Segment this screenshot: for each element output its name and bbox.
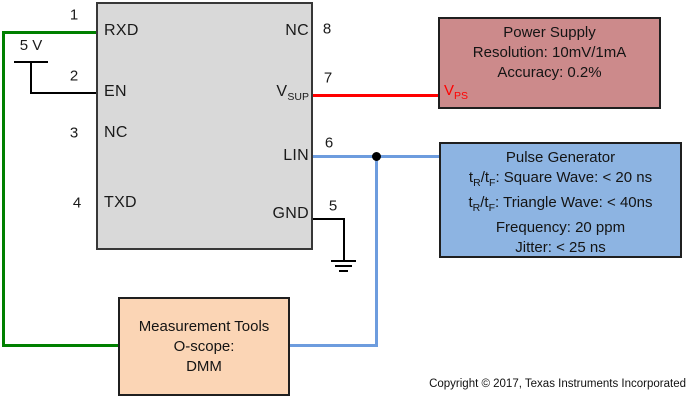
pin-number-2: 2 [69,67,79,85]
supply-stem-wire [30,61,32,94]
power-supply-resolution: Resolution: 10mV/1mA [472,44,627,61]
pulse-generator-jitter: Jitter: < 25 ns [515,239,606,256]
pulse-generator-triangle-wave: tR/tF: Triangle Wave: < 40ns [441,193,680,218]
measurement-tools-box: Measurement Tools O-scope: DMM [118,297,290,396]
pin-label-nc-right: NC [285,22,309,39]
power-supply-box: Power Supply Resolution: 10mV/1mA Accura… [438,17,661,109]
pin-number-3: 3 [69,124,79,142]
ground-bar-1 [331,260,356,262]
measurement-tools-title: Measurement Tools [138,318,270,335]
pin-label-txd: TXD [104,194,137,211]
pin-number-4: 4 [72,194,82,212]
measurement-tools-dmm: DMM [186,358,222,375]
green-wire-rxd-top [2,31,96,34]
pin-number-6: 6 [324,134,334,152]
pin-label-lin: LIN [283,147,309,164]
ic-body [96,2,313,250]
ground-bar-2 [335,265,352,267]
triangle-wave-spec: : Triangle Wave: < 40ns [495,194,653,211]
pulse-generator-frequency: Frequency: 20 ppm [495,219,626,236]
green-wire-left-vertical [2,31,5,347]
tf-sub2: F [488,202,496,214]
pin-number-8: 8 [322,20,332,38]
pulse-generator-square-wave: tR/tF: Square Wave: < 20 ns [441,168,680,193]
pin-label-en: EN [104,83,127,100]
tr-t2: t [468,194,473,211]
pin-label-nc-left: NC [104,124,128,141]
ground-bar-3 [339,270,348,272]
vps-terminal-main: V [444,82,455,99]
blue-wire-vertical [375,155,378,347]
tr-sub: R [473,177,481,189]
tr-t: t [468,169,474,186]
pin-label-gnd: GND [272,205,309,222]
tr-sub2: R [472,202,481,214]
power-supply-accuracy: Accuracy: 0.2% [497,64,602,81]
pin-number-5: 5 [328,197,338,215]
pulse-generator-box: Pulse Generator tR/tF: Square Wave: < 20… [439,142,682,258]
green-wire-bottom [2,344,118,347]
copyright-text: Copyright © 2017, Texas Instruments Inco… [429,378,686,390]
pulse-generator-title: Pulse Generator [505,149,616,166]
square-wave-spec: : Square Wave: < 20 ns [495,169,653,186]
gnd-wire-vertical [343,218,345,261]
vsup-main: V [276,82,288,100]
vsup-sub: SUP [287,91,309,104]
power-supply-title: Power Supply [503,24,596,41]
gnd-wire-horizontal [313,218,345,220]
en-wire [30,92,96,94]
tf-t: /t [480,169,490,186]
vps-terminal-label: VPS [444,82,468,102]
vps-terminal-sub: PS [454,90,469,102]
blue-wire-bottom [290,344,378,347]
pin-label-vsup: VSUP [276,83,309,103]
measurement-tools-oscope: O-scope: [173,338,235,355]
junction-dot-icon [372,152,381,161]
supply-5v-label: 5 V [19,37,43,54]
tf-sub: F [489,177,496,189]
pin-number-7: 7 [323,69,333,87]
pin-number-1: 1 [69,6,79,24]
pin-label-rxd: RXD [104,22,139,39]
red-wire-vsup [313,94,438,97]
tf-t2: /t [480,194,489,211]
